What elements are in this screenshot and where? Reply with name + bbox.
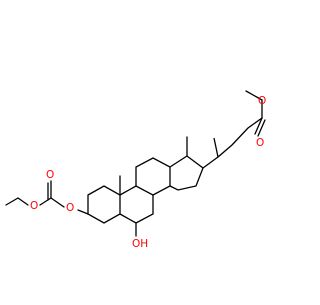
ester-carbonyl xyxy=(254,117,263,135)
ring-d xyxy=(169,155,204,191)
ester-oxygen-label: O xyxy=(258,95,266,107)
c3-to-o xyxy=(77,209,89,215)
ester-carbonyl-oxygen-label: O xyxy=(256,137,264,149)
ethyl-o-c xyxy=(17,197,29,206)
ester-carbonyl-2 xyxy=(257,119,266,137)
hydroxyl-label: OH xyxy=(132,238,148,250)
carbonate-carbonyl-oxygen-label: O xyxy=(46,169,54,181)
ring-a xyxy=(87,185,121,224)
carbonate-ether-oxygen-label: O xyxy=(30,200,38,212)
heteroatom-labels: O O O O O OH xyxy=(30,95,266,250)
carbonate-o-c xyxy=(50,197,65,208)
ester-methyl xyxy=(245,90,263,101)
structure-canvas: O O O O O OH xyxy=(5,90,266,250)
molecule-diagram: O O O O O OH xyxy=(5,90,266,250)
bond-skeleton xyxy=(5,90,266,237)
ethyl-c-c xyxy=(5,197,19,206)
carbonate-c-o2 xyxy=(39,197,52,206)
ring-b xyxy=(119,185,154,224)
ring-c xyxy=(135,157,171,196)
carbonate-ring-oxygen-label: O xyxy=(66,202,74,214)
side-chain xyxy=(202,117,263,169)
